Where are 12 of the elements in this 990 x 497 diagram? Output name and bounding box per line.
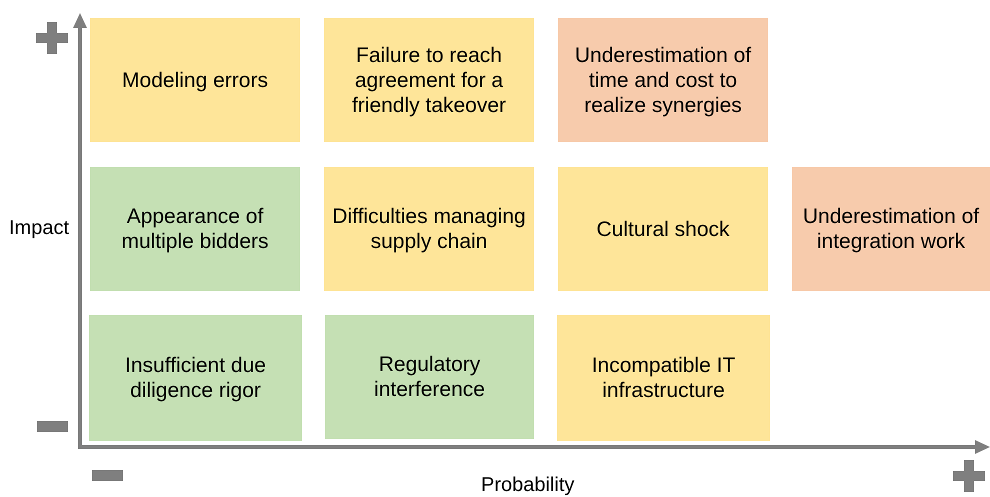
risk-box: Cultural shock	[558, 167, 768, 291]
axis-title: Probability	[481, 473, 574, 497]
risk-box: Appearance of multiple bidders	[90, 167, 300, 291]
risk-box: Difficulties managing supply chain	[324, 167, 534, 291]
risk-box: Regulatory interference	[325, 315, 534, 439]
risk-box: Incompatible IT infrastructure	[557, 315, 770, 441]
risk-box: Insufficient due diligence rigor	[89, 315, 302, 441]
risk-box: Failure to reach agreement for a friendly takeover	[324, 18, 534, 142]
risk-box: Underestimation of integration work	[792, 167, 990, 291]
risk-box: Modeling errors	[90, 18, 300, 142]
risk-box: Underestimation of time and cost to realize synergies	[558, 18, 768, 142]
axis-title: Impact	[9, 216, 70, 240]
